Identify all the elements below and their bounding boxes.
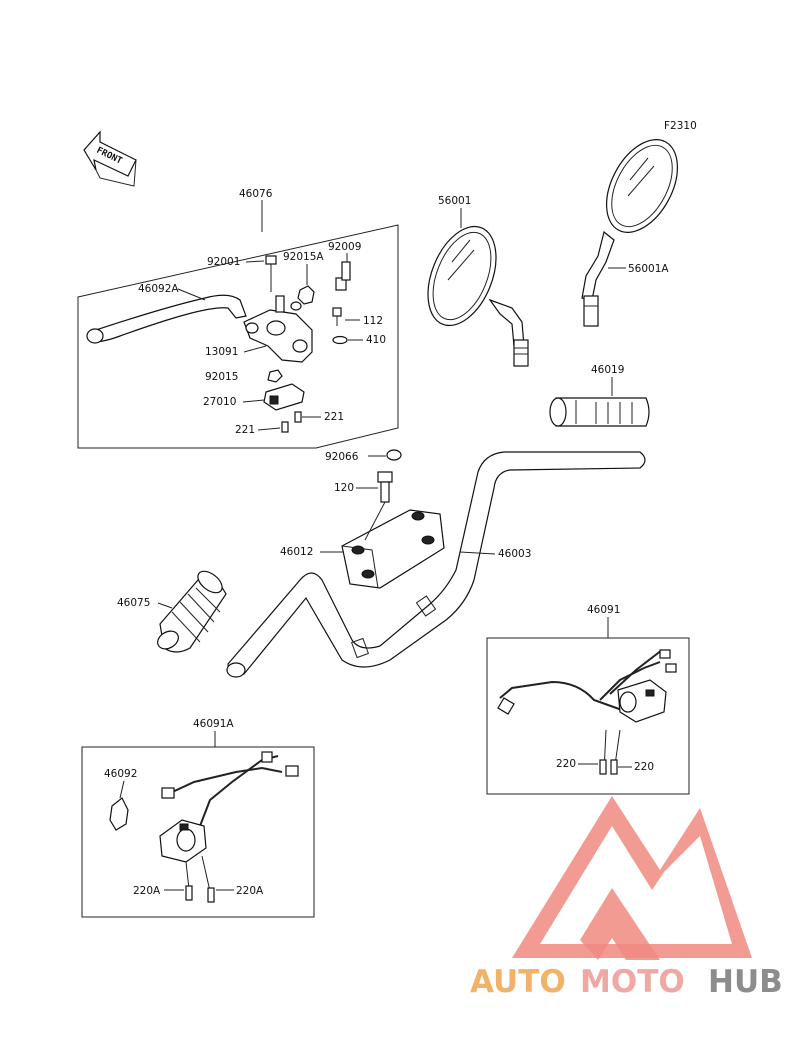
label-92015: 92015 (205, 371, 238, 383)
logo-text-moto: MOTO (580, 964, 685, 1000)
bolt-112 (332, 307, 342, 326)
label-221-b: 221 (235, 424, 255, 436)
label-46075: 46075 (117, 597, 150, 609)
label-92001: 92001 (207, 256, 240, 268)
label-27010: 27010 (203, 396, 236, 408)
label-92009: 92009 (328, 241, 361, 253)
part-46092 (109, 797, 129, 831)
nut-92015 (267, 369, 283, 383)
label-220-b: 220 (634, 761, 654, 773)
label-56001A: 56001A (628, 263, 669, 275)
figure-code: F2310 (664, 120, 697, 132)
bolt-92001 (265, 255, 277, 292)
screw-221-a (294, 411, 302, 423)
cap-92066 (386, 449, 402, 461)
lever-box-outline (77, 224, 399, 449)
lever-assembly-group: 46076 46092A 13091 92001 (77, 188, 399, 449)
logo-text-hub: HUB (708, 964, 783, 1000)
label-13091: 13091 (205, 346, 238, 358)
front-arrow-icon: FRONT (83, 130, 137, 187)
logo-text-auto: AUTO (470, 964, 566, 1000)
handlebar-46003 (226, 451, 646, 678)
automotohub-logo: AUTO MOTO HUB (470, 796, 783, 1000)
nut-92015A (297, 285, 315, 305)
switch-46091-box (486, 637, 690, 795)
label-120: 120 (334, 482, 354, 494)
label-46003: 46003 (498, 548, 531, 560)
holder-46012 (341, 509, 445, 589)
label-92066: 92066 (325, 451, 359, 463)
lever-bracket (243, 295, 313, 363)
washer-410 (332, 335, 348, 345)
switch-46091A-group: 46091A (81, 718, 315, 918)
screw-221-b (281, 421, 289, 433)
label-56001: 56001 (438, 195, 471, 207)
bolt-120 (364, 471, 393, 541)
switch-46091A-box (81, 746, 315, 918)
label-46091: 46091 (587, 604, 620, 616)
switch-27010 (263, 383, 305, 411)
label-46092: 46092 (104, 768, 137, 780)
label-410: 410 (366, 334, 386, 346)
mirror-56001A (581, 139, 678, 327)
label-46076: 46076 (239, 188, 273, 200)
switch-46091-group: 46091 (486, 604, 690, 795)
label-46012: 46012 (280, 546, 313, 558)
clutch-lever (86, 294, 247, 344)
label-92015A: 92015A (283, 251, 324, 263)
label-46019: 46019 (591, 364, 624, 376)
label-220A-a: 220A (133, 885, 161, 897)
label-112: 112 (363, 315, 383, 327)
label-46091A: 46091A (193, 718, 234, 730)
label-221-a: 221 (324, 411, 344, 423)
grip-46019 (549, 397, 650, 427)
label-220-a: 220 (556, 758, 576, 770)
screw-92009 (335, 261, 351, 291)
label-46092A: 46092A (138, 283, 179, 295)
label-220A-b: 220A (236, 885, 264, 897)
grip-46075 (157, 570, 227, 653)
mirror-56001 (427, 225, 529, 367)
